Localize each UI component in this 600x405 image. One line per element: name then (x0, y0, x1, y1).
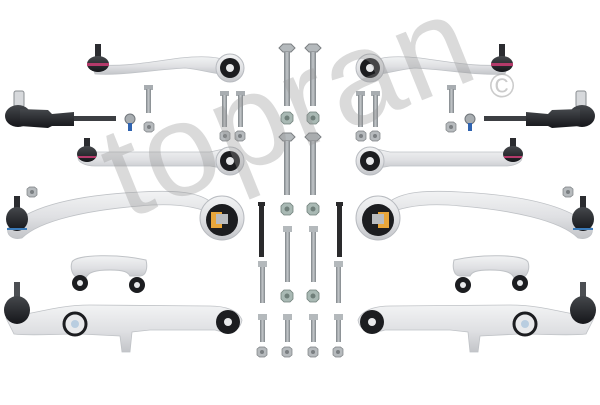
upper-arm-front-left (87, 44, 245, 83)
hardware-left-small (124, 85, 155, 133)
copyright-symbol: © (489, 67, 515, 105)
stabilizer-link-left (70, 255, 148, 293)
tie-rod-end-right (484, 90, 595, 128)
upper-arm-front-right (355, 44, 513, 83)
hardware-right-small (445, 85, 476, 133)
lower-straight-arm-right (357, 282, 596, 353)
lower-curved-arm-left (6, 186, 245, 241)
lower-straight-arm-left (4, 282, 243, 353)
stabilizer-link-right (452, 255, 530, 293)
upper-arm-rear-left (77, 138, 245, 176)
lower-curved-arm-right (355, 186, 594, 241)
tie-rod-end-left (5, 90, 116, 128)
center-hardware (219, 43, 381, 358)
upper-arm-rear-right (355, 138, 523, 176)
